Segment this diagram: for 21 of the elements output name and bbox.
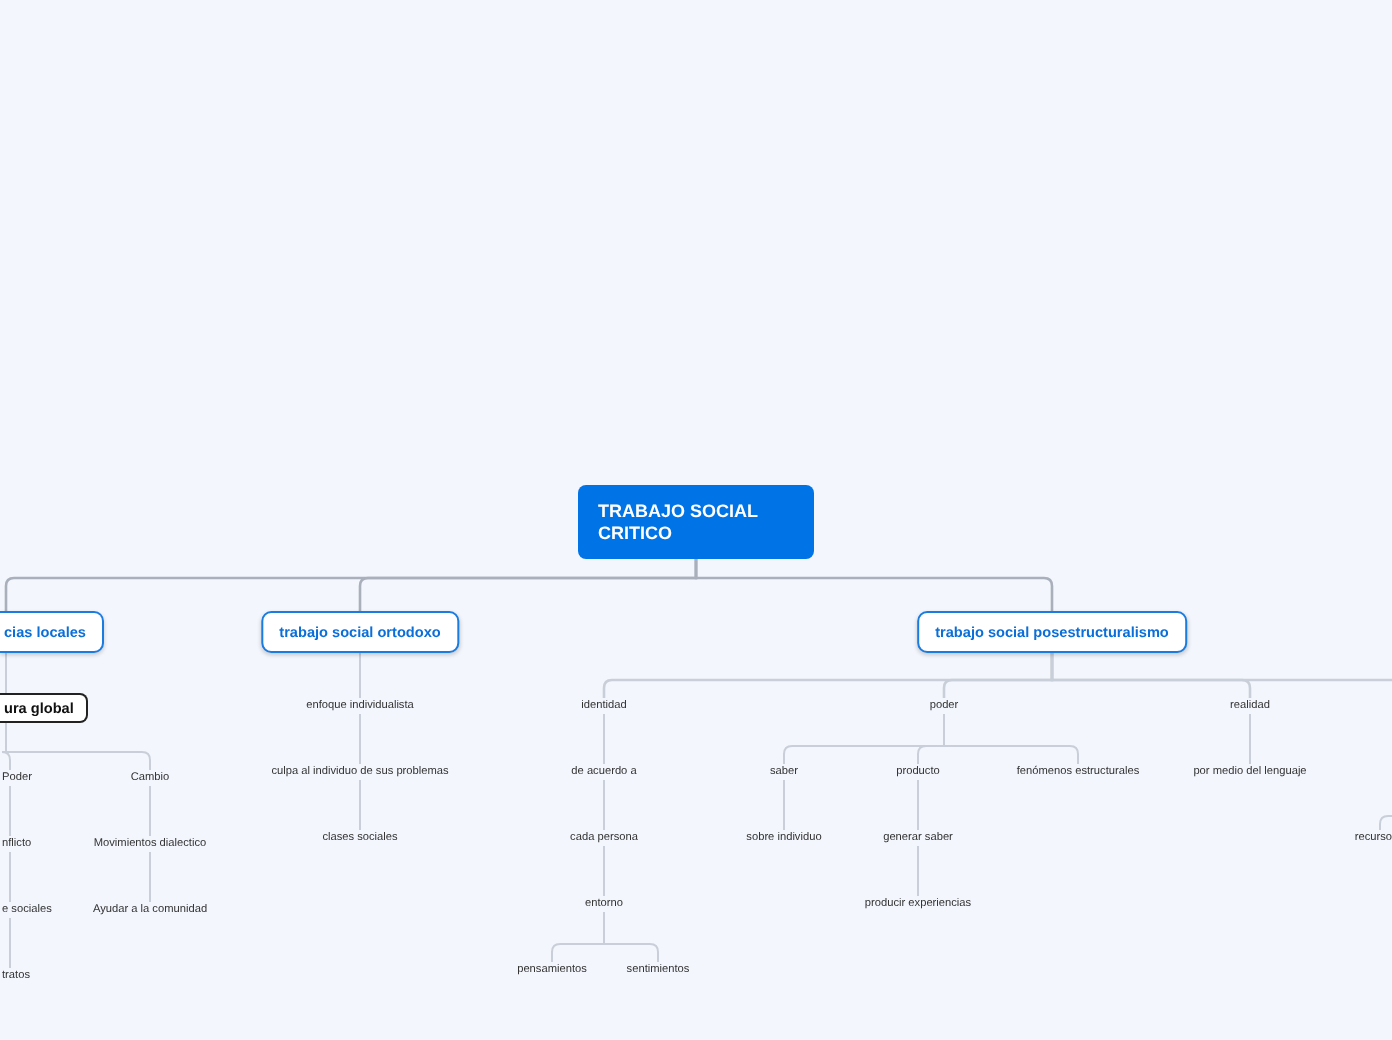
connector-line (5, 652, 7, 694)
connector-line (359, 652, 361, 699)
connector-line (603, 779, 605, 831)
connector-line (1249, 713, 1251, 765)
connector-line (917, 779, 919, 831)
connector-line (694, 559, 1054, 611)
connector-line (917, 845, 919, 897)
connector-line (9, 917, 11, 969)
connector-line (359, 713, 361, 765)
connector-line (943, 713, 1079, 765)
connector-line (359, 779, 361, 831)
connector-line (603, 911, 659, 963)
connector-line (149, 785, 151, 837)
connector-line (9, 785, 11, 837)
connector-line (603, 845, 605, 897)
connector-line (9, 851, 11, 903)
connector-line (149, 851, 151, 903)
connector-line (783, 779, 785, 831)
connector-line (1379, 815, 1392, 831)
central-topic: TRABAJO SOCIAL CRITICO (578, 485, 814, 559)
connector-line (603, 713, 605, 765)
